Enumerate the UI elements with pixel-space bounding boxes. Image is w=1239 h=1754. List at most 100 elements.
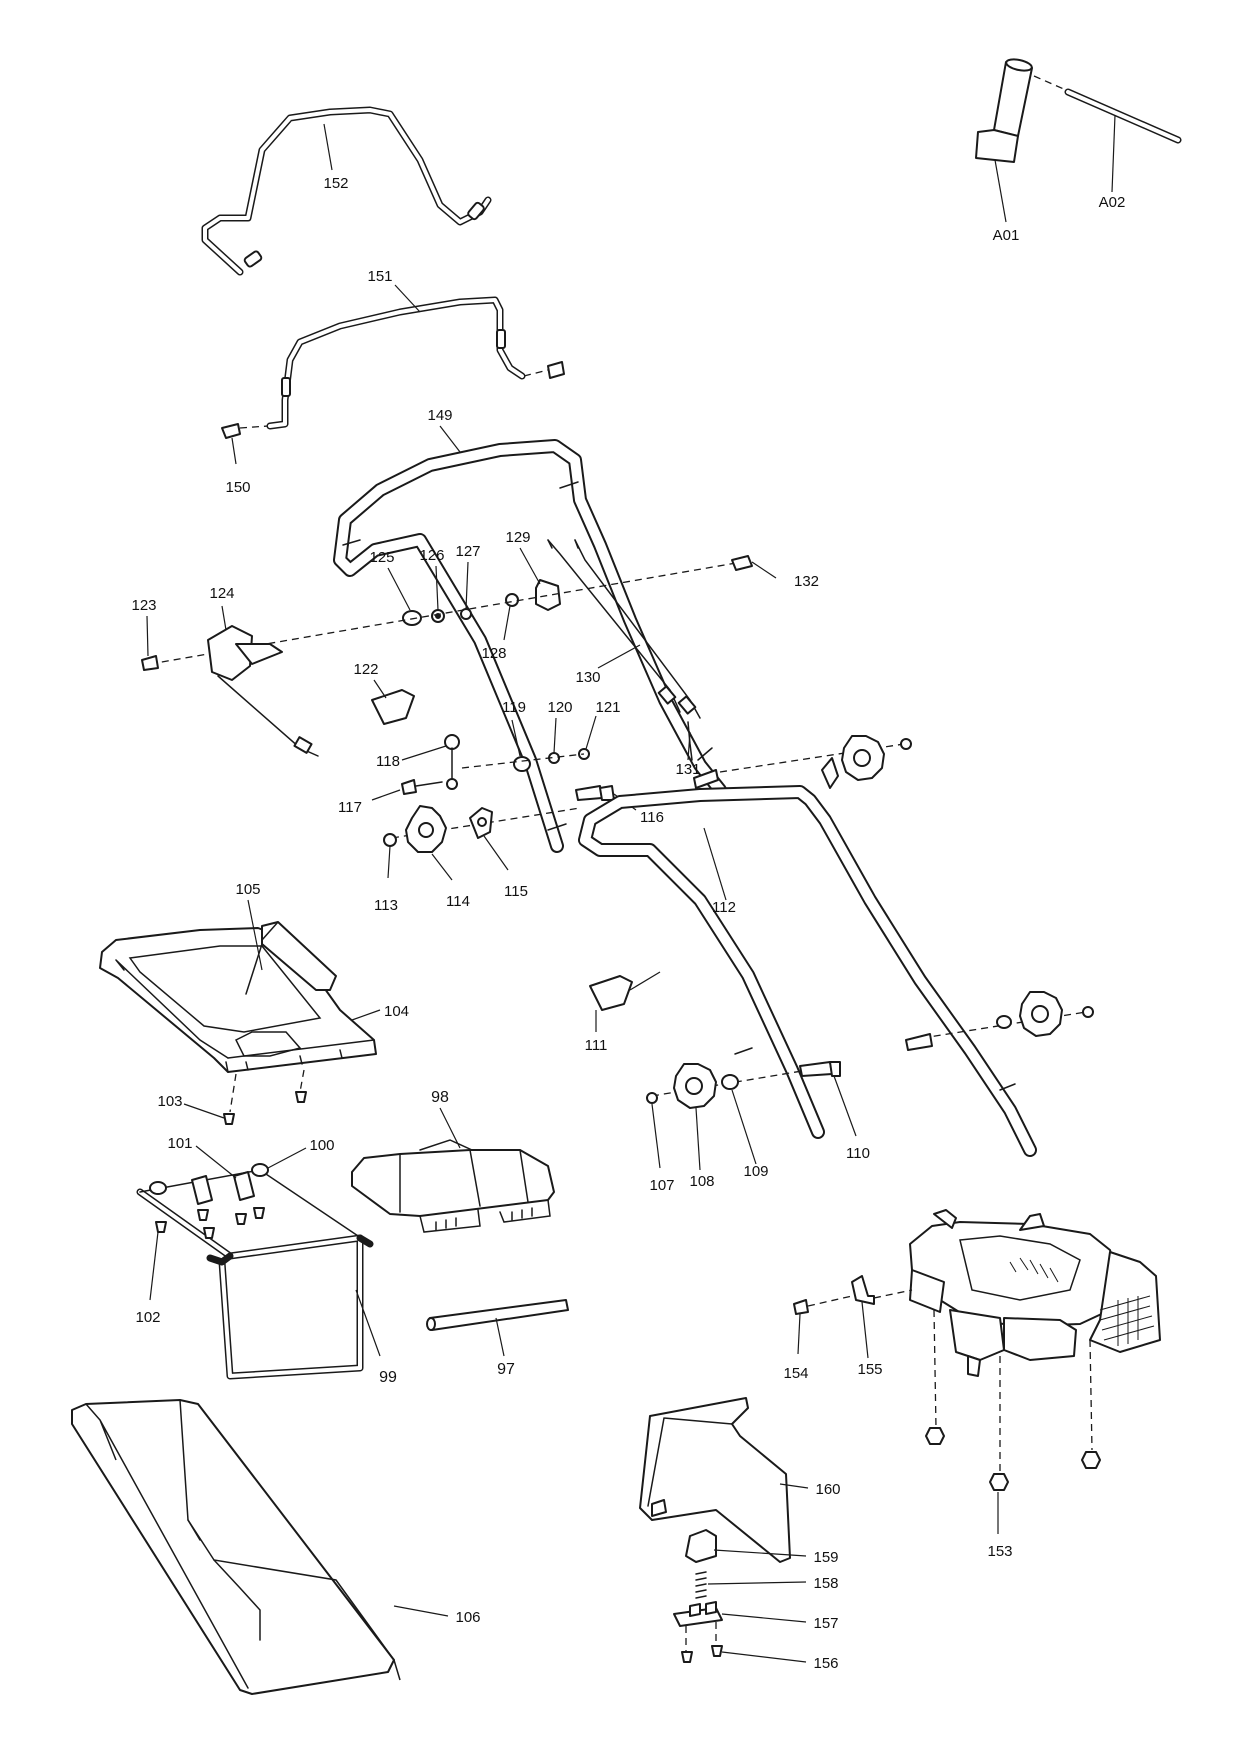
- callout-150: 150: [225, 479, 250, 496]
- callout-107: 107: [649, 1177, 674, 1194]
- callout-99: 99: [379, 1369, 397, 1386]
- bolt-110: [799, 1061, 857, 1137]
- clip-155: [851, 1275, 913, 1359]
- callout-111: 111: [585, 1037, 608, 1054]
- callout-113: 113: [374, 897, 398, 914]
- bag-top-104: [99, 927, 381, 1073]
- rod-97: [426, 1299, 569, 1357]
- callout-a01: A01: [993, 227, 1020, 244]
- callout-117: 117: [338, 799, 362, 816]
- cable-clip-122: [371, 679, 415, 725]
- callout-100: 100: [309, 1137, 334, 1154]
- engine: [909, 1209, 1161, 1474]
- bag-frame-99: [136, 1169, 381, 1380]
- callout-157: 157: [813, 1615, 838, 1632]
- callout-156: 156: [813, 1655, 838, 1672]
- callout-125: 125: [369, 549, 394, 566]
- callout-131: 131: [675, 761, 700, 778]
- nuts-153: [925, 1427, 1101, 1534]
- callout-104: 104: [384, 1003, 409, 1020]
- callout-115: 115: [504, 883, 528, 900]
- align-line-118: [461, 753, 585, 769]
- bag-cover-98: [351, 1107, 555, 1233]
- callout-153: 153: [987, 1543, 1012, 1560]
- callout-112: 112: [712, 899, 736, 916]
- callout-116: 116: [640, 809, 664, 826]
- callout-98: 98: [431, 1089, 449, 1106]
- screws-102: [149, 1207, 265, 1301]
- lower-handle-112: [578, 785, 1037, 1157]
- callout-120: 120: [547, 699, 572, 716]
- callout-119: 119: [502, 699, 526, 716]
- control-cables-130: [547, 539, 701, 719]
- callout-118: 118: [376, 753, 400, 770]
- bail-bar-151: [266, 284, 526, 430]
- knob-108: [673, 1063, 717, 1171]
- screw-154: [793, 1295, 853, 1355]
- grass-bag-106: [71, 1399, 449, 1695]
- callout-159: 159: [813, 1549, 838, 1566]
- nut-128: [503, 593, 519, 641]
- callout-123: 123: [131, 597, 156, 614]
- callout-121: 121: [595, 699, 620, 716]
- callout-103: 103: [157, 1093, 182, 1110]
- discharge-chute-160: [639, 1397, 809, 1563]
- nut-121: [578, 715, 597, 760]
- callout-149: 149: [427, 407, 452, 424]
- cable-bracket-129: [519, 547, 561, 611]
- screw-132: [731, 555, 777, 579]
- knob-114: [405, 805, 453, 881]
- callout-labels: A01 A02 152 151 150 149 125 126 127 129 …: [131, 175, 1125, 1672]
- callout-158: 158: [813, 1575, 838, 1592]
- throttle-control-124: [207, 605, 319, 757]
- callout-114: 114: [446, 893, 470, 910]
- upper-handle-149: [333, 425, 727, 853]
- callout-a02: A02: [1099, 194, 1126, 211]
- knob-assembly-upper-right: [693, 735, 912, 789]
- callout-126: 126: [419, 547, 444, 564]
- callout-108: 108: [689, 1173, 714, 1190]
- spring-158: [695, 1571, 807, 1599]
- callout-110: 110: [846, 1145, 870, 1162]
- callout-160: 160: [815, 1481, 840, 1498]
- clip-150: [221, 423, 269, 465]
- bail-bar-152: [201, 106, 492, 276]
- nut-127: [460, 561, 472, 620]
- screws-103: [183, 1069, 307, 1125]
- align-line-knob-left: [391, 807, 581, 839]
- nut-107: [646, 1092, 661, 1169]
- cable-clip-111: [589, 971, 661, 1032]
- callout-155: 155: [857, 1361, 882, 1378]
- plates-101: [149, 1145, 255, 1205]
- callout-154: 154: [783, 1365, 808, 1382]
- cable-end-131: [687, 721, 693, 761]
- washer-109: [721, 1074, 757, 1165]
- callout-127: 127: [455, 543, 480, 560]
- cam-115: [469, 807, 509, 871]
- washer-120: [548, 717, 560, 764]
- callout-151: 151: [367, 268, 392, 285]
- callout-129: 129: [505, 529, 530, 546]
- callout-109: 109: [743, 1163, 768, 1180]
- bag-handle-105: [245, 899, 337, 995]
- callout-101: 101: [167, 1135, 192, 1152]
- callout-105: 105: [235, 881, 260, 898]
- callout-102: 102: [135, 1309, 160, 1326]
- pin-118: [401, 734, 460, 790]
- callout-124: 124: [209, 585, 234, 602]
- latch-159: [685, 1529, 807, 1563]
- knob-assembly-lower-right: [905, 991, 1094, 1051]
- spark-plug-wrench-a01: [975, 58, 1033, 223]
- callout-152: 152: [323, 175, 348, 192]
- callout-128: 128: [481, 645, 506, 662]
- clip-150b: [523, 361, 565, 379]
- washer-100: [251, 1147, 307, 1177]
- screw-123: [141, 615, 159, 671]
- callout-97: 97: [497, 1361, 515, 1378]
- bolt-117: [371, 779, 443, 801]
- callout-106: 106: [455, 1609, 480, 1626]
- nut-113: [383, 833, 397, 879]
- tommy-bar-a02: [1033, 75, 1182, 193]
- bracket-157: [673, 1601, 807, 1627]
